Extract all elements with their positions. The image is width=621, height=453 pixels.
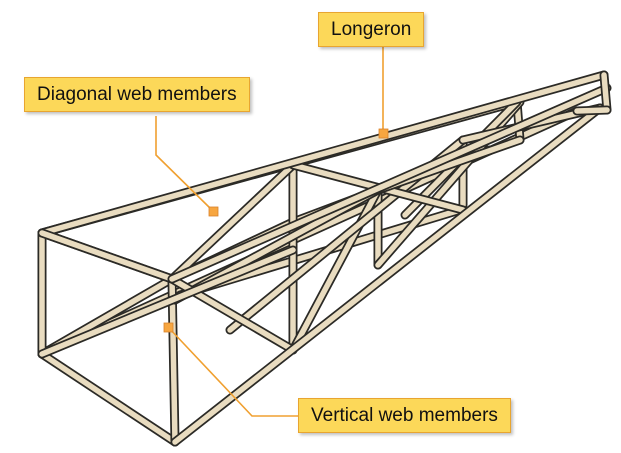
front-upper-longeron <box>169 85 610 282</box>
rear-end-bottom <box>574 107 610 114</box>
vertical-web-members-label: Vertical web members <box>298 398 511 433</box>
bottom-right-longeron <box>172 105 603 445</box>
vertical-leader <box>167 326 298 417</box>
far-members <box>37 97 582 447</box>
longerons <box>37 70 612 447</box>
diagonal-web-members-label: Diagonal web members <box>24 77 250 112</box>
front-top-longeron <box>39 230 175 282</box>
diagonal-leader <box>155 116 214 212</box>
diagonal-member-11 <box>39 247 296 357</box>
leader-markers <box>163 128 389 333</box>
longeron-label: Longeron <box>318 12 425 47</box>
top-left-longeron <box>39 72 607 236</box>
longeron-marker <box>378 128 389 139</box>
diagonal-marker <box>208 206 219 217</box>
leader-lines <box>155 46 384 417</box>
vertical-member-2 <box>169 276 178 445</box>
diagonal-member-1 <box>169 162 296 282</box>
vertical-marker <box>163 322 174 333</box>
front-end-bottom <box>39 351 178 445</box>
rear-end-post <box>601 72 610 113</box>
